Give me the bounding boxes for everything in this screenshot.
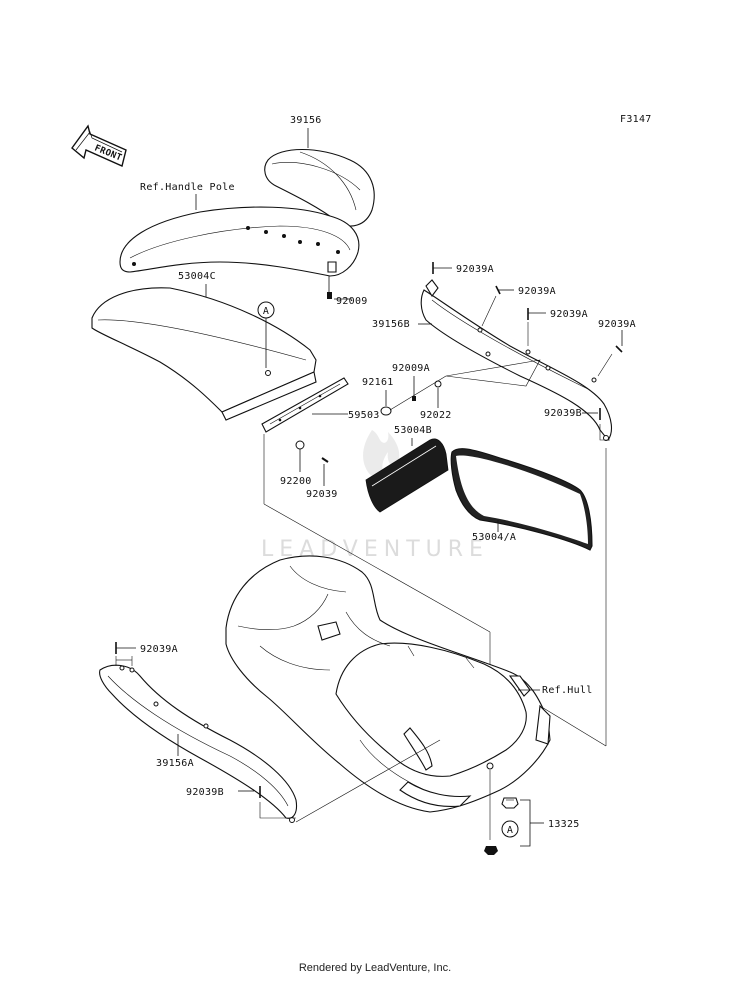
label-39156a: 39156A: [156, 758, 194, 769]
ref-marker-a-bottom: A: [501, 820, 519, 838]
label-92039b-2: 92039B: [186, 787, 224, 798]
mat-53004b: [365, 438, 449, 513]
label-92039: 92039: [306, 489, 338, 500]
screw-92039a-2: [481, 285, 514, 327]
label-92200: 92200: [280, 476, 312, 487]
nut-icon: [484, 846, 498, 855]
rail-39156b: [420, 279, 613, 441]
plug-13325: [501, 797, 519, 809]
screw-92039a-3: [527, 308, 546, 346]
label-59503: 59503: [348, 410, 380, 421]
rail-39156a: [99, 664, 298, 823]
watermark-logo: [363, 430, 400, 479]
part-39156-cushion: [264, 148, 375, 227]
screw-92039a-1: [432, 262, 452, 274]
hull: [225, 555, 551, 813]
label-92009: 92009: [336, 296, 368, 307]
strip-59503: [261, 377, 349, 433]
label-39156: 39156: [290, 115, 322, 126]
ref-marker-a-bottom-label: A: [507, 825, 513, 836]
label-92039a-2: 92039A: [518, 286, 556, 297]
screw-92039a-5: [115, 642, 136, 666]
label-53004b: 53004B: [394, 425, 432, 436]
label-13325: 13325: [548, 819, 580, 830]
front-arrow-icon: [71, 124, 127, 167]
label-92009a: 92009A: [392, 363, 430, 374]
label-53004a: 53004/A: [472, 532, 516, 543]
label-92022: 92022: [420, 410, 452, 421]
mat-53004c: [91, 287, 317, 421]
handle-pole: [119, 206, 360, 277]
figure-code: F3147: [620, 114, 652, 125]
footer-credit: Rendered by LeadVenture, Inc.: [298, 962, 452, 974]
label-ref-hull: Ref.Hull: [542, 685, 593, 696]
ref-marker-a-top: A: [257, 301, 275, 368]
label-92039a-3: 92039A: [550, 309, 588, 320]
label-ref-handle-pole: Ref.Handle Pole: [140, 182, 235, 193]
label-92039a-4: 92039A: [598, 319, 636, 330]
label-92161: 92161: [362, 377, 394, 388]
label-92039a-5: 92039A: [140, 644, 178, 655]
label-92039b-1: 92039B: [544, 408, 582, 419]
bolt-92009: [327, 276, 332, 299]
label-53004c: 53004C: [178, 271, 216, 282]
label-39156b: 39156B: [372, 319, 410, 330]
label-92039a-1: 92039A: [456, 264, 494, 275]
screw-92039a-4: [597, 330, 623, 377]
ref-marker-a-top-label: A: [263, 306, 269, 317]
